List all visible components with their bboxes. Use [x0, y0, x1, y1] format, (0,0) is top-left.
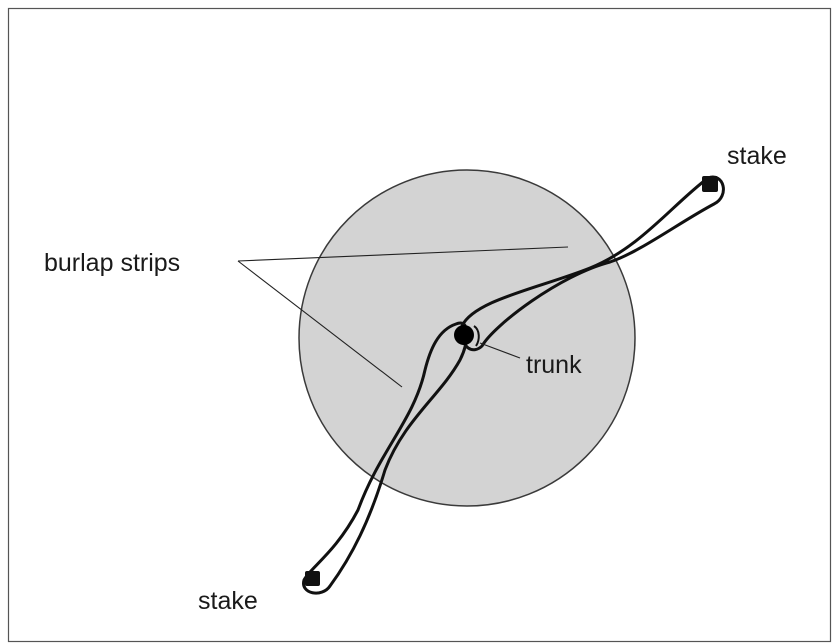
- label-stake-bottom: stake: [198, 587, 258, 615]
- label-stake-top: stake: [727, 142, 787, 170]
- leader-line-upper: [237, 246, 569, 262]
- label-trunk: trunk: [526, 351, 582, 379]
- trunk-marker: [454, 325, 474, 345]
- trunk-leader-line: [479, 342, 521, 359]
- burlap-strip-upper: [460, 175, 725, 352]
- label-burlap-strips: burlap strips: [44, 249, 180, 277]
- stake-bottom-marker: [305, 571, 320, 586]
- burlap-strip-lower: [302, 321, 469, 595]
- leader-line-lower: [237, 260, 403, 388]
- diagram-border: [7, 7, 832, 643]
- trunk-wrap: [473, 325, 480, 347]
- stake-top-marker: [702, 176, 718, 192]
